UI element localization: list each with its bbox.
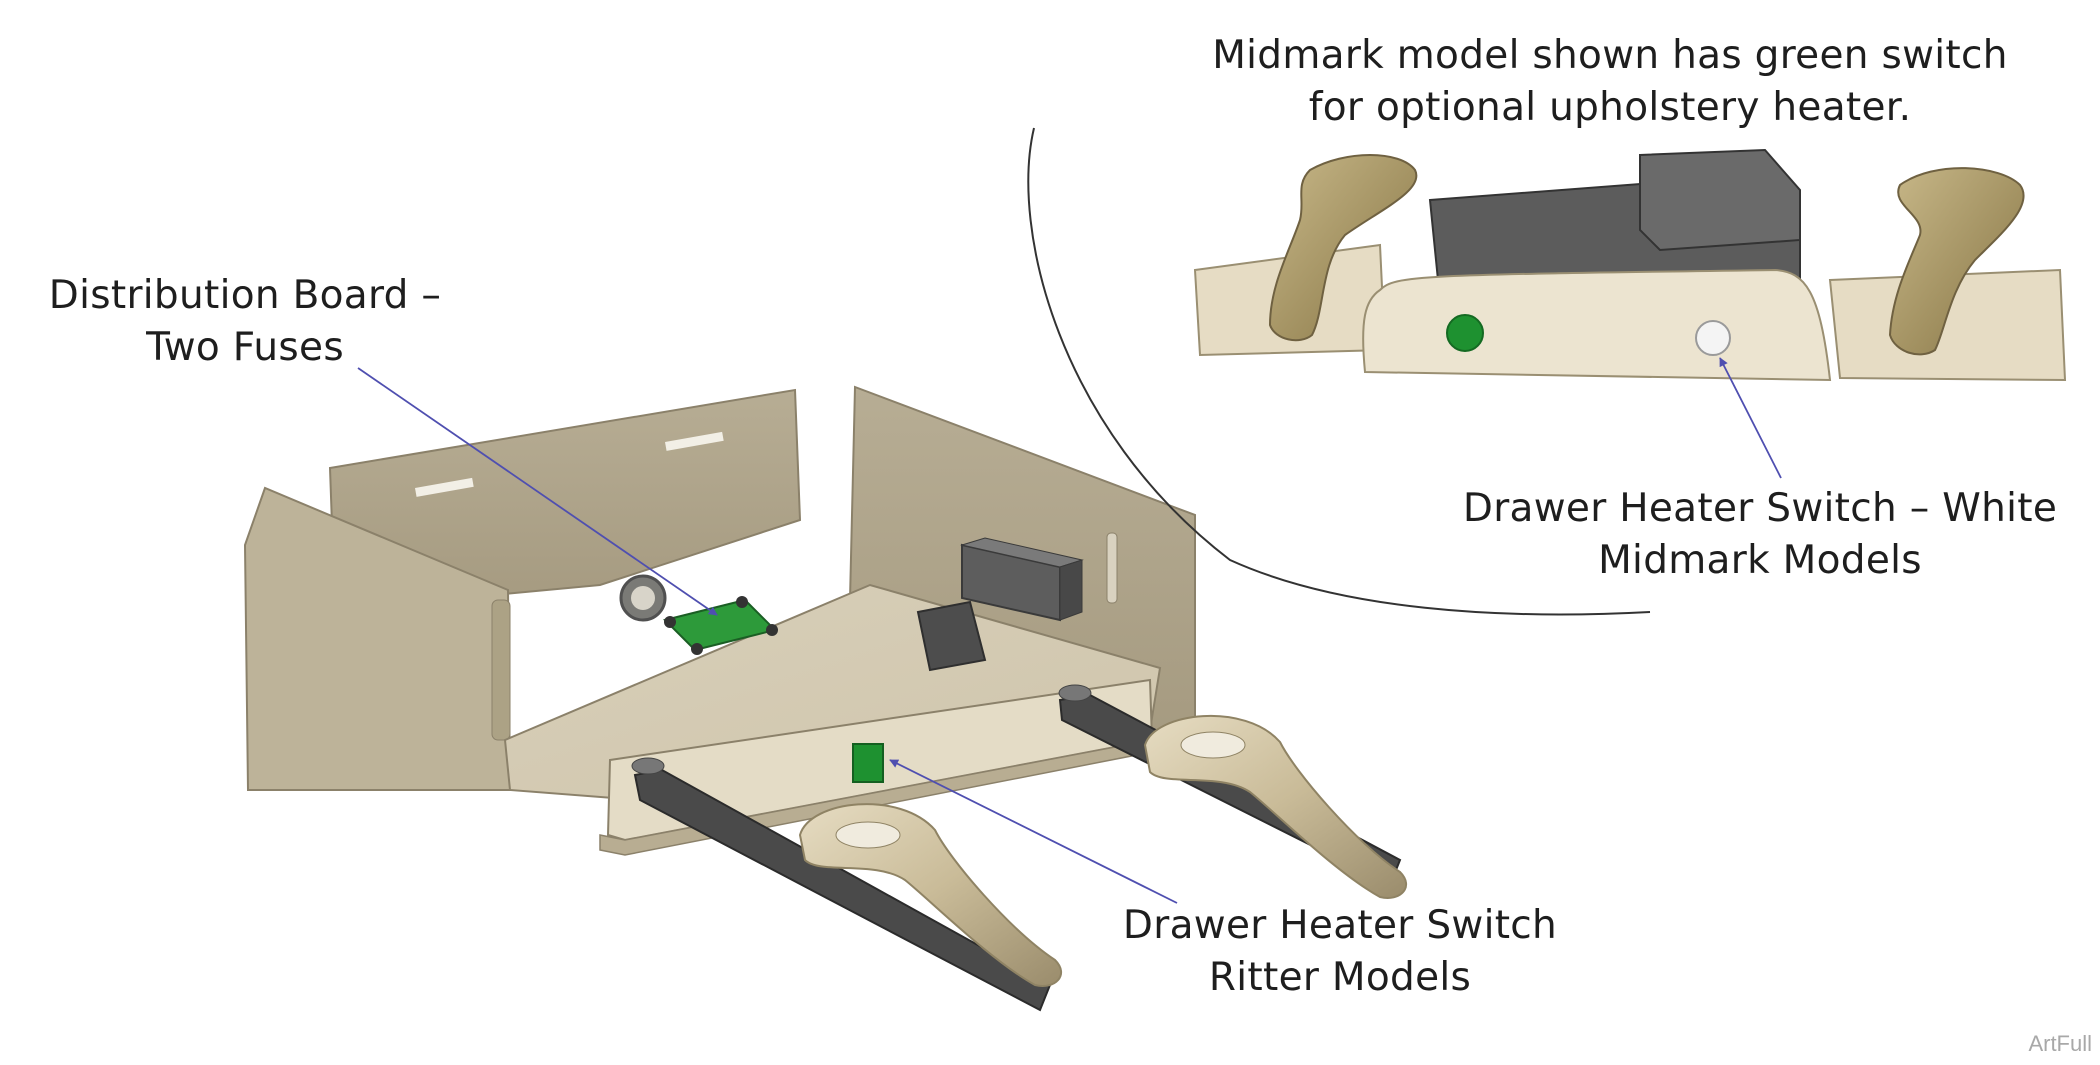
wall-slot (414, 477, 474, 497)
white-switch-line2: Midmark Models (1598, 538, 1922, 583)
midmark-note-line2: for optional upholstery heater. (1308, 85, 1912, 130)
rail-pivot (631, 757, 665, 775)
distribution-board-label: Distribution Board – Two Fuses (30, 270, 460, 374)
ritter-switch-label: Drawer Heater Switch Ritter Models (1080, 900, 1600, 1004)
leader-distribution-board (357, 367, 718, 616)
wall-slot (1106, 532, 1118, 604)
leader-white-switch (1719, 357, 1782, 479)
inset-separator-arc (1027, 127, 1651, 616)
ritter-switch-line1: Drawer Heater Switch (1122, 903, 1558, 948)
midmark-drawer-inset (1193, 148, 2067, 382)
leader-ritter-switch (889, 759, 1178, 904)
art-credit: ArtFull (2028, 1031, 2092, 1056)
handle-opening (1180, 731, 1246, 759)
connector-plug (916, 600, 987, 672)
inset-left-handle (1268, 154, 1418, 342)
inset-right-panel (1828, 268, 2067, 382)
right-drawer-handle (1143, 714, 1408, 899)
distribution-board-line2: Two Fuses (146, 325, 344, 370)
distribution-board (663, 596, 778, 655)
midmark-white-switch (1695, 320, 1731, 356)
inset-right-handle (1888, 167, 2025, 356)
inset-motor-box (1639, 148, 1801, 252)
ritter-heater-switch (852, 743, 884, 783)
midmark-note-line1: Midmark model shown has green switch (1212, 33, 2008, 78)
white-switch-label: Drawer Heater Switch – White Midmark Mod… (1440, 483, 2080, 587)
distribution-board-line1: Distribution Board – (48, 273, 442, 318)
midmark-green-switch (1446, 314, 1484, 352)
handle-opening (835, 821, 901, 849)
white-switch-line1: Drawer Heater Switch – White (1462, 486, 2058, 531)
ritter-switch-line2: Ritter Models (1208, 955, 1472, 1000)
wall-slot (665, 431, 724, 451)
grommet-hole (631, 586, 655, 610)
side-wall-grip (491, 599, 511, 741)
rail-pivot (1058, 684, 1092, 702)
inset-front-face (1362, 268, 1832, 382)
left-drawer-handle (798, 803, 1063, 987)
drawer-base-assembly (243, 385, 1408, 1012)
connector-block-side (1059, 559, 1083, 621)
midmark-note-label: Midmark model shown has green switch for… (1185, 30, 2035, 134)
